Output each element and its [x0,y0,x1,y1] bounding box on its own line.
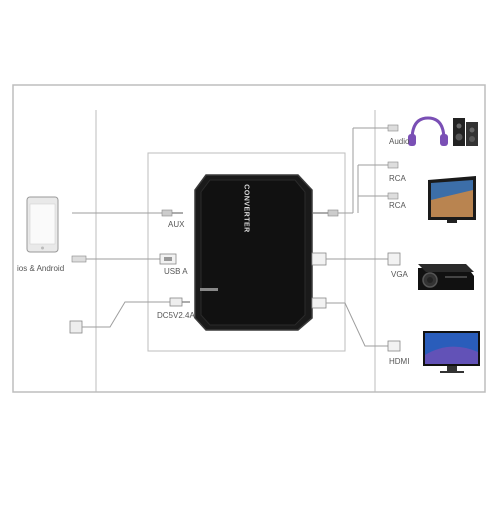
speakers-image [453,118,478,146]
hdmi-cable [311,297,401,352]
dc-power-cable [69,297,190,334]
tv-image [428,176,476,223]
vga-cable [311,252,401,266]
label-phone: ios & Android [17,264,65,273]
smartphone-image [26,196,59,253]
monitor-image [423,331,480,373]
aux-cable [72,209,183,217]
converter-device [194,174,313,331]
label-aux: AUX [168,220,185,229]
label-audio: Audio [389,137,410,146]
device-brand-label: CONVERTER [242,184,250,233]
converter-frame [147,152,346,352]
device-port-slot [200,288,218,291]
headphones-image [408,116,448,146]
label-rca-2: RCA [389,201,406,210]
projector-image [418,264,474,290]
usb-a-cable [71,253,177,265]
label-vga: VGA [391,270,408,279]
outer-frame [12,84,486,393]
output-aux-cable [313,124,399,217]
label-hdmi: HDMI [389,357,410,366]
label-dc: DC5V2.4A [157,311,195,320]
label-usb-a: USB A [164,267,188,276]
label-rca-1: RCA [389,174,406,183]
